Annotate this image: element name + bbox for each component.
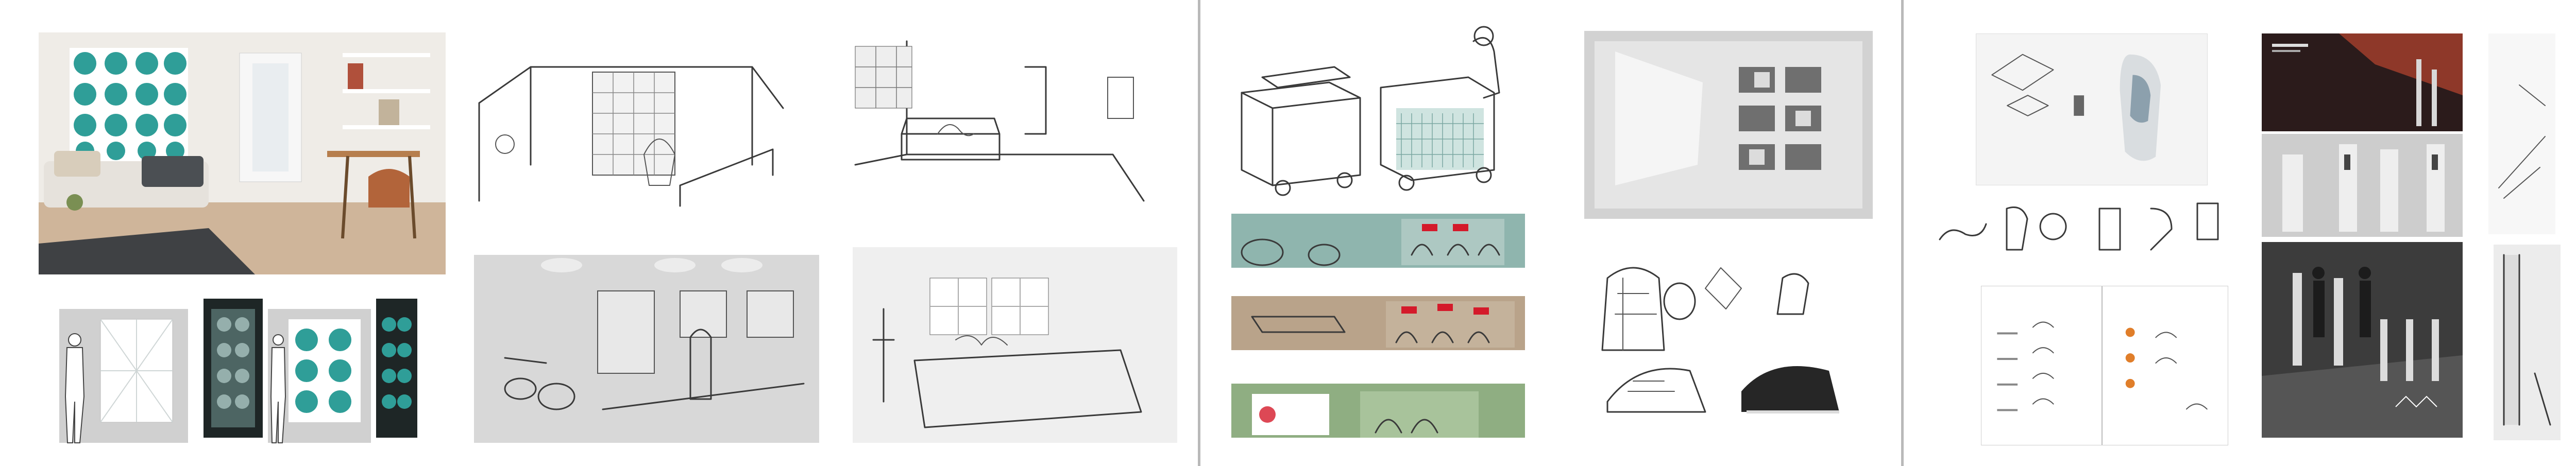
device-render-drawing xyxy=(1991,54,2161,161)
wall-pattern-icon xyxy=(70,48,188,161)
sketch-bedroom xyxy=(853,247,1177,443)
sketch-music-room xyxy=(474,255,819,443)
floor-lamp-icon xyxy=(2416,59,2437,126)
band-green-drawing xyxy=(1231,384,1525,438)
panel-ui-screens xyxy=(1584,31,1873,219)
panel-side-sketch-bottom xyxy=(2494,245,2561,440)
person-silhouette-icon xyxy=(64,333,85,443)
panel-night-photo xyxy=(2262,33,2463,131)
band-sage-drawing xyxy=(1241,219,1504,266)
sketch-living-sofa xyxy=(845,31,1164,216)
panel-pattern-dark-2 xyxy=(376,299,417,438)
device-icon xyxy=(2120,54,2161,161)
side-sketch-top-drawing xyxy=(2498,84,2546,199)
panel-scale-sheet-1 xyxy=(39,299,198,458)
panel-usage-steps xyxy=(1981,286,2228,445)
bedroom-drawing xyxy=(853,247,1177,443)
sketch-office-room xyxy=(464,31,799,216)
office-room-drawing xyxy=(478,66,784,207)
night-photo-drawing xyxy=(2262,33,2463,131)
band-sage xyxy=(1231,214,1525,268)
trolley-drawing xyxy=(1241,26,1500,196)
usage-steps-drawing xyxy=(1997,286,2208,445)
device-sketch-row-drawing xyxy=(1939,202,2219,251)
panel-lamp-lineup xyxy=(2262,134,2463,237)
pattern-dark-1-drawing xyxy=(211,309,255,427)
panel-scale-sheet-2 xyxy=(268,299,371,458)
living-room-photo xyxy=(39,32,446,274)
music-room-drawing xyxy=(474,255,819,443)
trolley-icon xyxy=(1241,66,1361,196)
panel-trolley-sketches xyxy=(1226,21,1556,206)
object-sketches-drawing xyxy=(1601,267,1839,413)
panel-pattern-dark-1 xyxy=(204,299,263,438)
band-tan-drawing xyxy=(1251,301,1515,348)
living-room-photo-drawing xyxy=(39,32,446,274)
panel-side-sketch-top xyxy=(2488,33,2555,234)
lamp-lineup-drawing xyxy=(2262,134,2463,237)
band-tan xyxy=(1231,296,1525,350)
section-divider-2 xyxy=(1901,0,1904,466)
sneaker-icon xyxy=(1606,368,1706,413)
panel-object-sketches xyxy=(1587,247,1870,448)
scale-sheet-2-drawing xyxy=(268,309,371,443)
side-sketch-bottom-drawing xyxy=(2503,254,2551,426)
scale-sheet-1-drawing xyxy=(39,299,198,458)
ui-screens-drawing xyxy=(1584,31,1873,219)
panel-user-scenario xyxy=(2262,242,2463,438)
panel-device-render xyxy=(1976,33,2208,185)
backpack-icon xyxy=(1601,267,1665,351)
pattern-dark-2-drawing xyxy=(382,317,412,409)
panel-device-sketch-row xyxy=(1929,193,2228,260)
user-scenario-drawing xyxy=(2262,242,2463,438)
living-sofa-drawing xyxy=(854,40,1145,202)
band-green xyxy=(1231,384,1525,438)
section-divider-1 xyxy=(1198,0,1200,466)
